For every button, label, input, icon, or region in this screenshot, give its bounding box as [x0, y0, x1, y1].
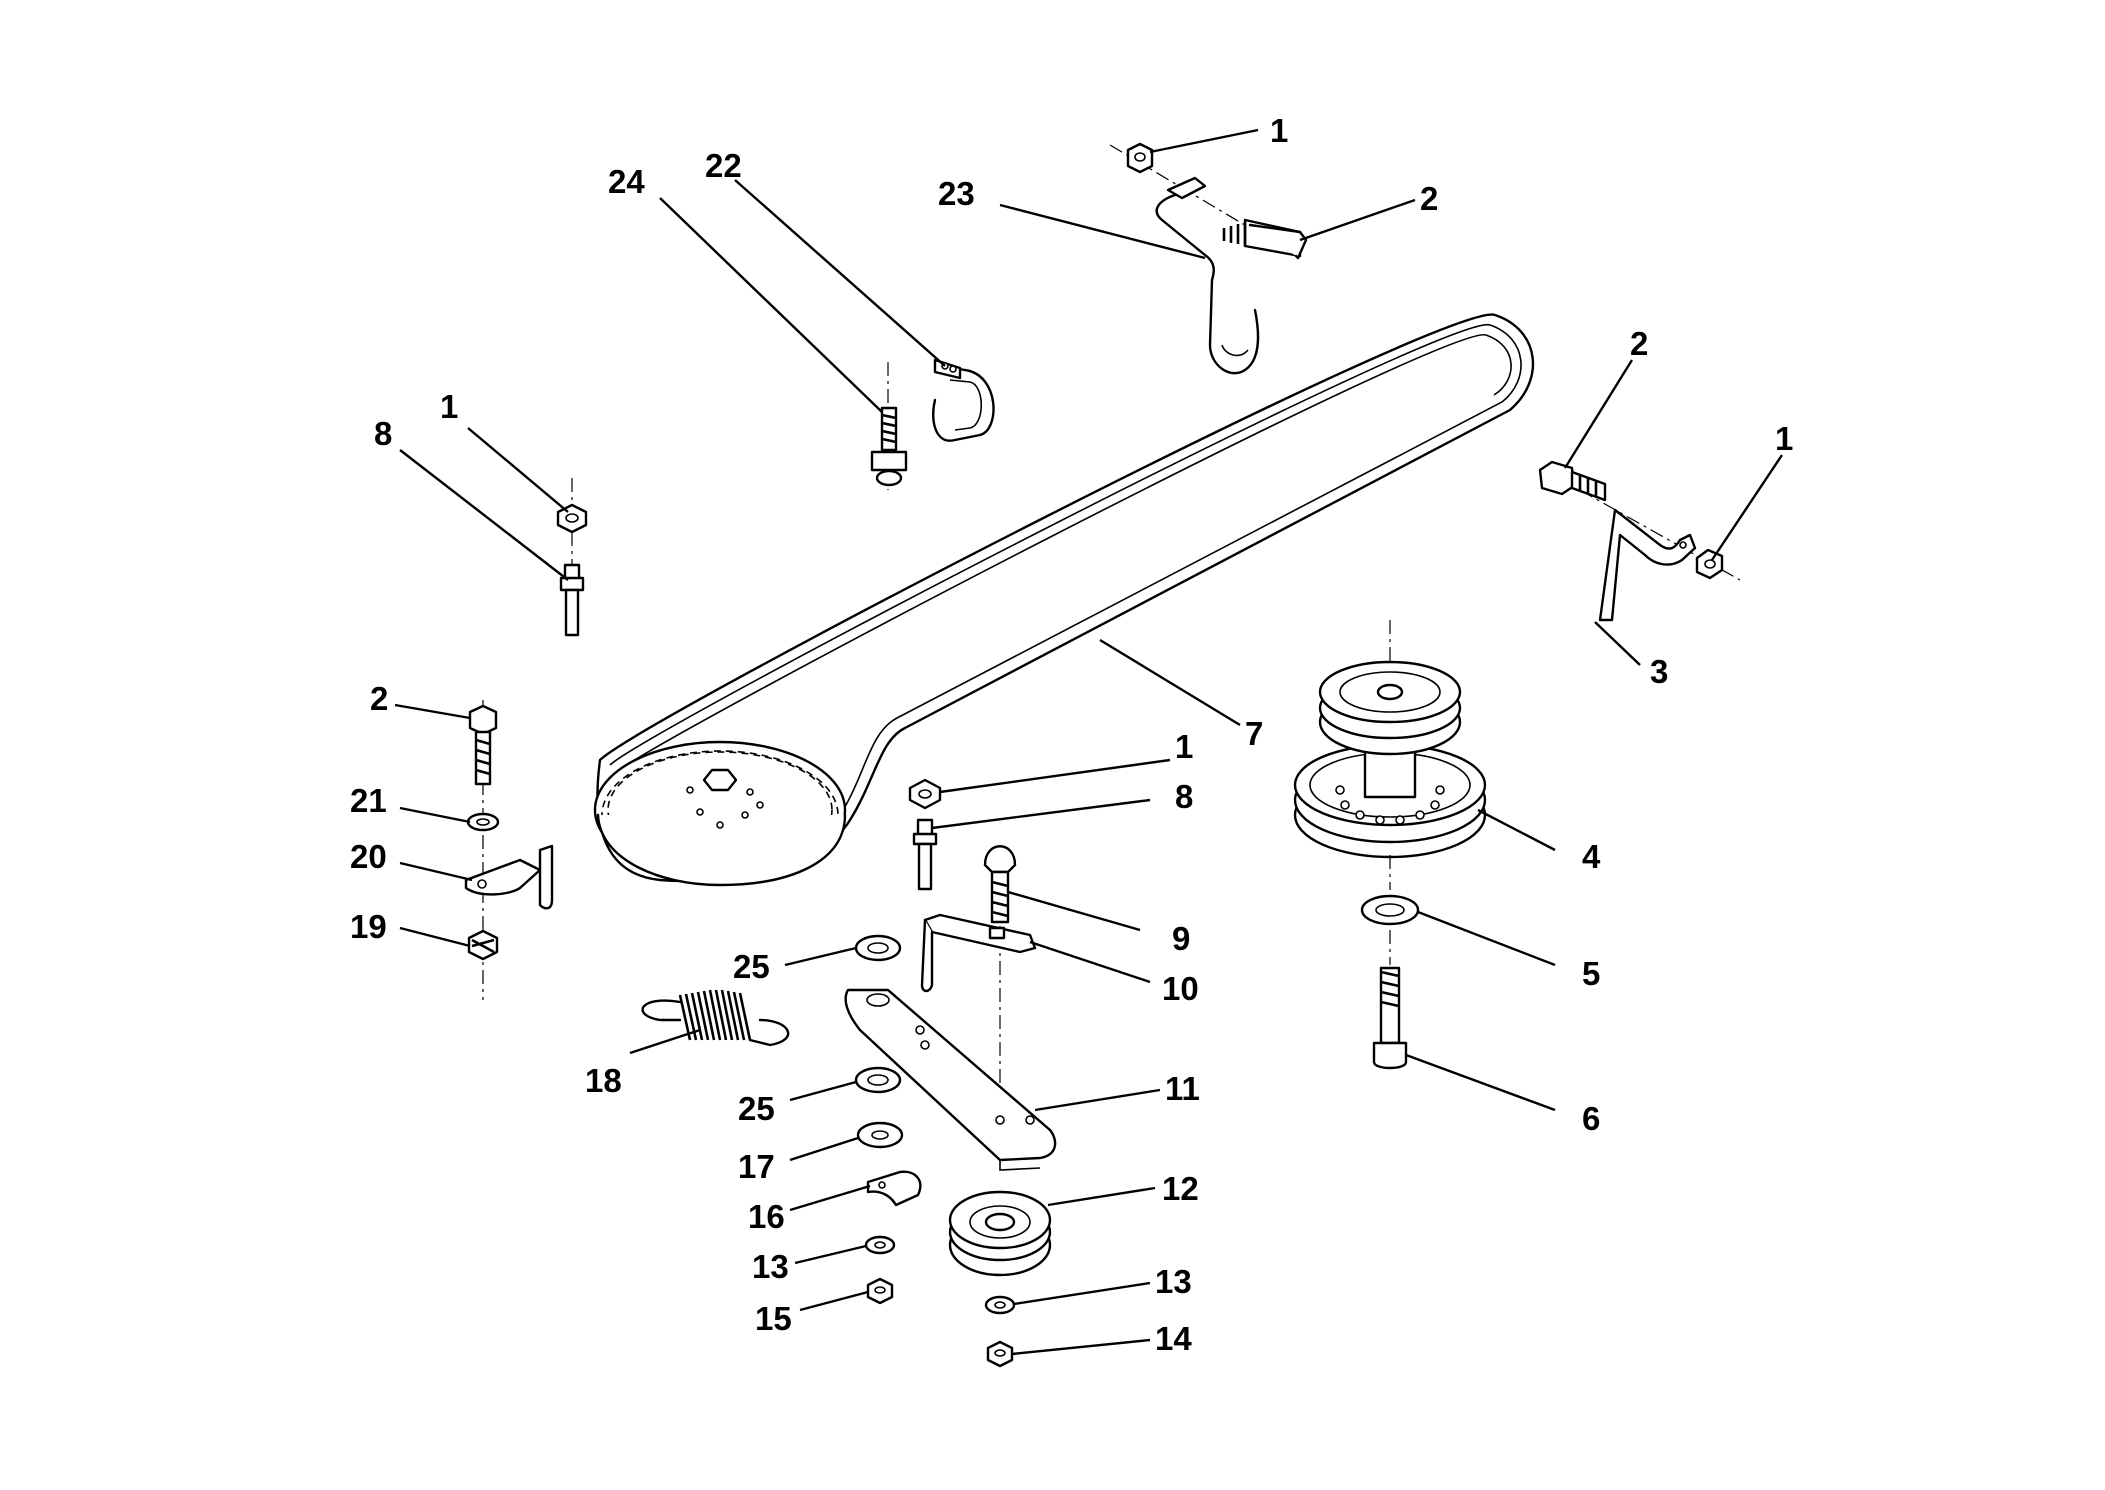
- washer-21: [466, 812, 500, 832]
- callout-1-top: 1: [1270, 112, 1288, 149]
- hex-nut-right: [1695, 548, 1724, 580]
- bolt-top: [1222, 218, 1308, 260]
- hub-icon: [686, 768, 764, 829]
- callout-4: 4: [1582, 838, 1601, 875]
- callout-2-top: 2: [1420, 180, 1438, 217]
- stud-8-left: [559, 563, 585, 637]
- callout-17: 17: [738, 1148, 775, 1185]
- callout-16: 16: [748, 1198, 785, 1235]
- nut-15: [866, 1277, 894, 1305]
- washer-13-right: [984, 1295, 1016, 1315]
- engine-pulley-4: [1293, 620, 1487, 890]
- hex-nut-center: [908, 778, 942, 810]
- clip-16: [866, 1170, 922, 1207]
- callout-18: 18: [585, 1062, 622, 1099]
- spacer-25-top: [854, 934, 902, 962]
- callout-23: 23: [938, 175, 975, 212]
- callout-8-left: 8: [374, 415, 392, 452]
- callout-22: 22: [705, 147, 742, 184]
- callout-1-right: 1: [1775, 420, 1793, 457]
- bracket-3: [1579, 489, 1741, 622]
- idler-arm-11: [844, 988, 1057, 1171]
- callout-14: 14: [1155, 1320, 1192, 1357]
- callout-10: 10: [1162, 970, 1199, 1007]
- idler-pulley-12: [948, 1190, 1052, 1277]
- lock-washer-5: [1360, 894, 1420, 965]
- callout-2-lower-left: 2: [370, 680, 388, 717]
- flange-bolt-24: [870, 406, 908, 487]
- callout-24: 24: [608, 163, 645, 200]
- washer-17: [856, 1121, 904, 1149]
- callout-labels: 1 2 23 24 22 1 8 2 1 3 7 2 21 20 19 1 8 …: [350, 112, 1793, 1357]
- callout-9: 9: [1172, 920, 1190, 957]
- pulley-holes: [1335, 785, 1445, 825]
- callout-1-center: 1: [1175, 728, 1193, 765]
- callout-2-right: 2: [1630, 325, 1648, 362]
- callout-8-center: 8: [1175, 778, 1193, 815]
- callout-20: 20: [350, 838, 387, 875]
- leader-lines: [394, 128, 1783, 1356]
- callout-19: 19: [350, 908, 387, 945]
- bracket-22: [887, 358, 995, 490]
- callout-15: 15: [755, 1300, 792, 1337]
- callout-21: 21: [350, 782, 387, 819]
- callout-6: 6: [1582, 1100, 1600, 1137]
- hex-nut-left: [556, 478, 588, 640]
- stud-8-center: [912, 818, 938, 891]
- callout-1-left: 1: [440, 388, 458, 425]
- callout-25-top: 25: [733, 948, 770, 985]
- callout-13-left: 13: [752, 1248, 789, 1285]
- callout-25-bottom: 25: [738, 1090, 775, 1127]
- spring-18: [641, 989, 790, 1047]
- nut-14: [986, 1340, 1014, 1368]
- callout-3: 3: [1650, 653, 1668, 690]
- carriage-bolt-9: [983, 845, 1017, 1150]
- hex-nut-top: [1126, 142, 1154, 174]
- spacer-25-bottom: [854, 1066, 902, 1094]
- callout-12: 12: [1162, 1170, 1199, 1207]
- hex-bolt-right: [1538, 460, 1607, 502]
- bracket-20: [464, 844, 554, 910]
- washer-13-left: [864, 1235, 896, 1255]
- bracket-plate-10: [920, 913, 1037, 993]
- drive-belt: [593, 313, 1535, 887]
- callout-5: 5: [1582, 955, 1600, 992]
- bolt-6: [1372, 966, 1408, 1070]
- callout-13-right: 13: [1155, 1263, 1192, 1300]
- lock-nut-19: [467, 929, 499, 961]
- callout-7: 7: [1245, 715, 1263, 752]
- hook-bracket-23: [1109, 144, 1271, 375]
- callout-11: 11: [1165, 1070, 1200, 1107]
